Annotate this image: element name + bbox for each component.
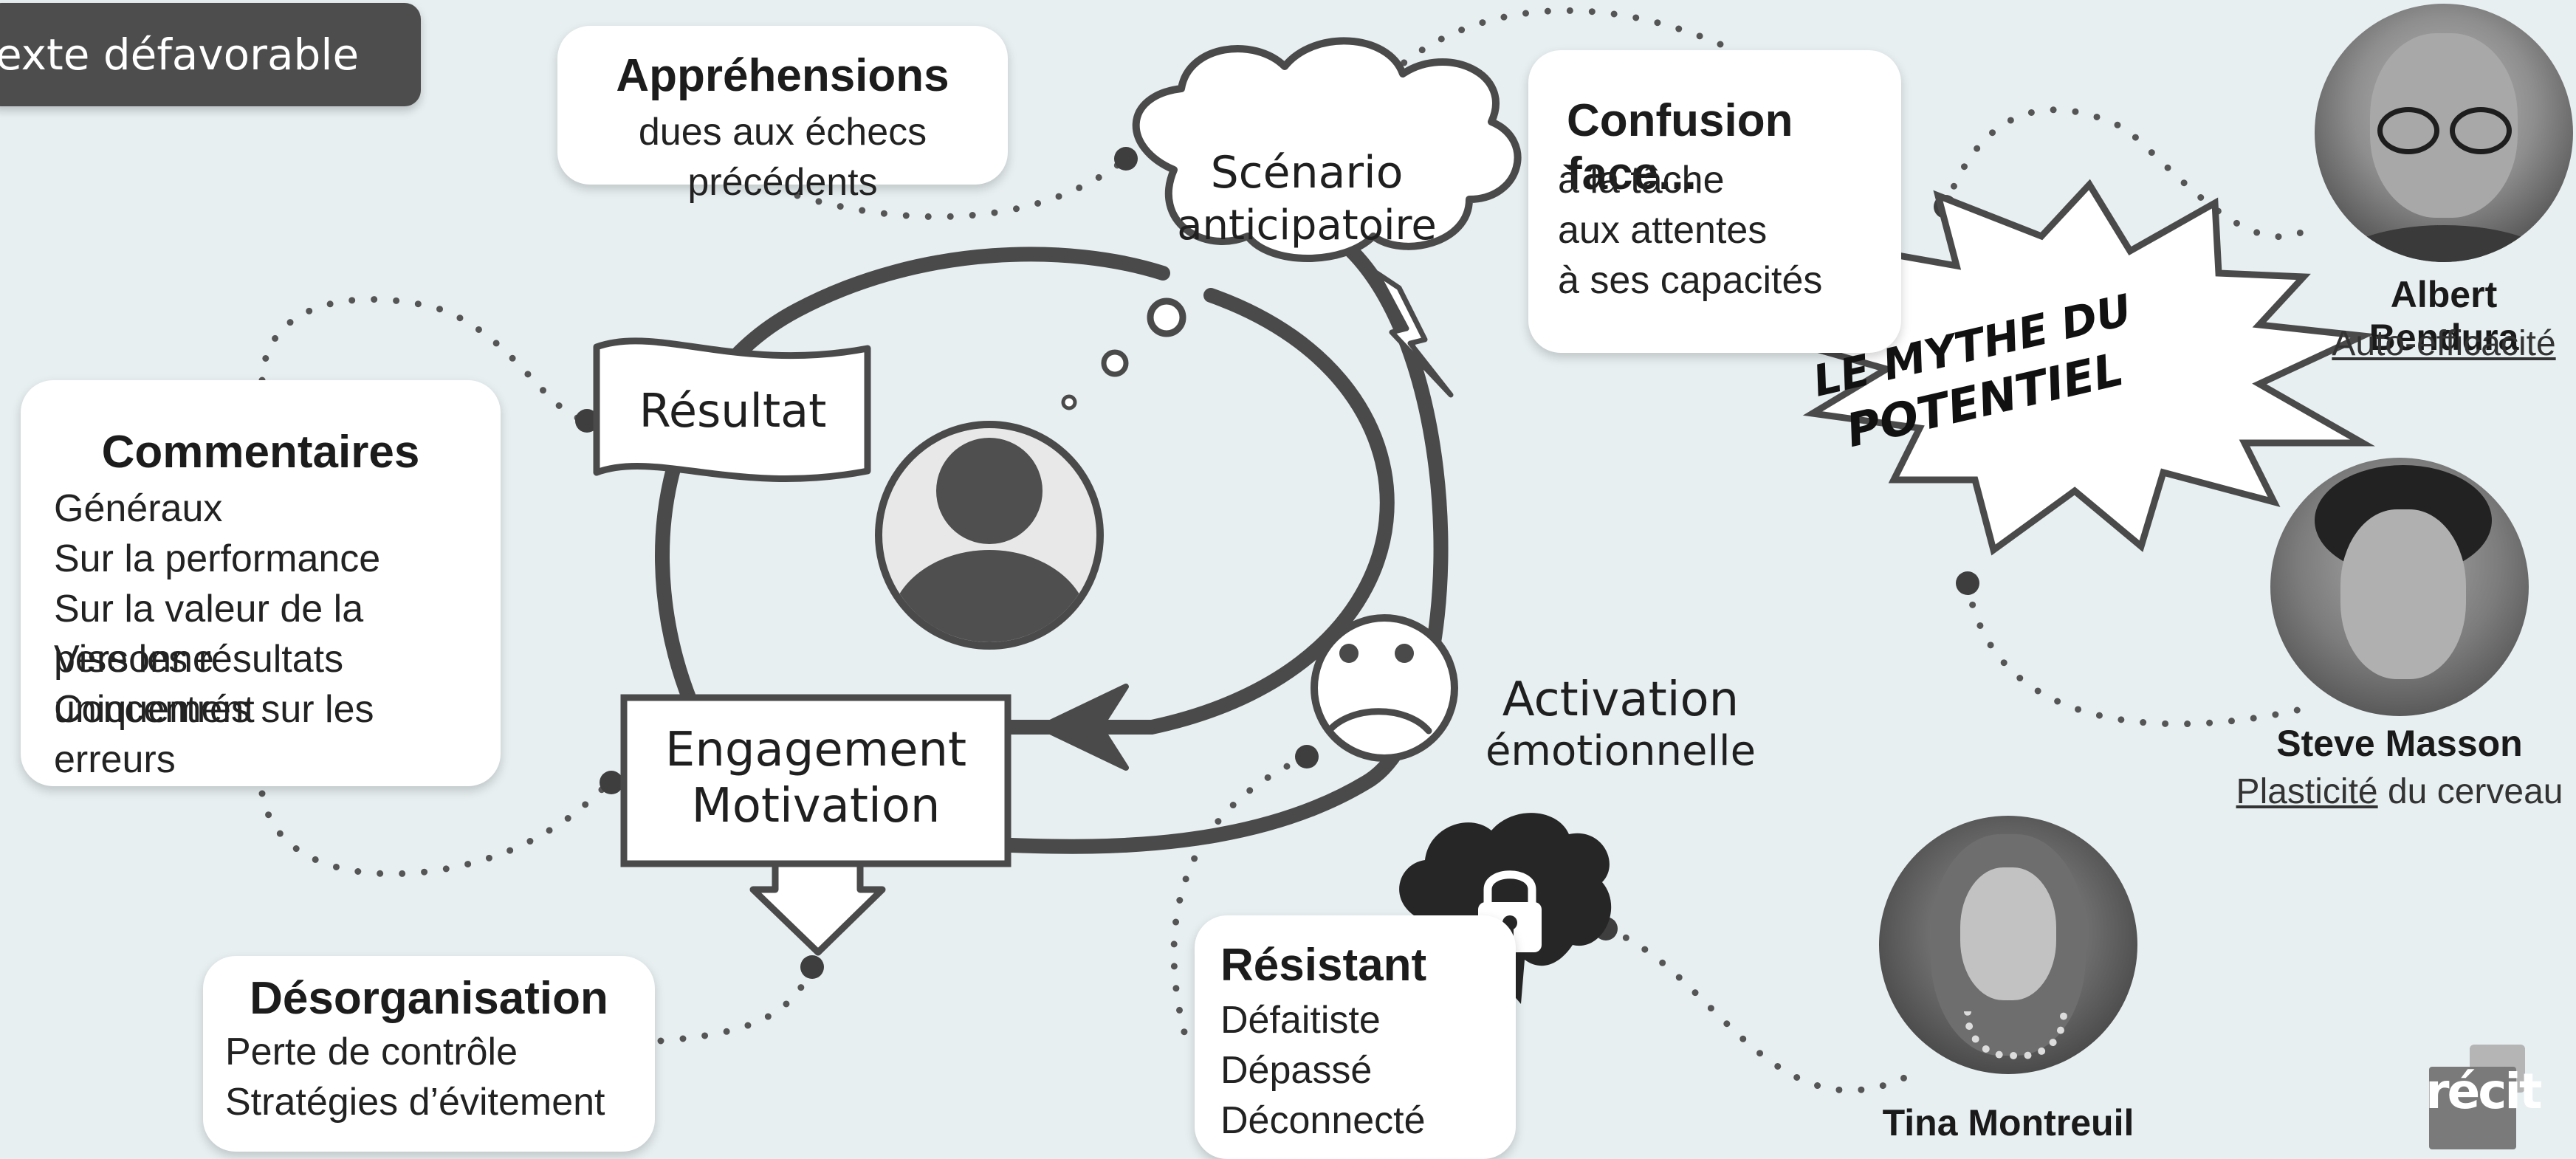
scenario-line-2: anticipatoire	[1177, 202, 1437, 250]
user-avatar-head	[936, 438, 1043, 544]
recit-logo	[2429, 1045, 2525, 1149]
context-banner: exte défavorable	[0, 3, 421, 106]
context-banner-text: exte défavorable	[0, 30, 360, 80]
sad-face-eye	[1339, 644, 1359, 663]
thought-bubble-large	[1147, 298, 1186, 337]
resistant-line-1: Défaitiste	[1220, 999, 1381, 1042]
connector-dot	[575, 409, 599, 433]
masson-photo	[2270, 458, 2529, 716]
connector-masson	[1964, 580, 2307, 728]
confusion-line-3: à ses capacités	[1558, 259, 1823, 302]
confusion-line-1: à la tâche	[1558, 159, 1725, 202]
activation-label: Activation émotionnelle	[1466, 672, 1776, 775]
connector-commentaires-top	[258, 296, 591, 424]
commentaires-title: Commentaires	[101, 427, 420, 478]
connector-resistant	[1170, 753, 1311, 1052]
connector-dot	[600, 771, 623, 794]
scenario-label: Scénario anticipatoire	[1152, 146, 1462, 252]
resistant-card: Résistant Défaitiste Dépassé Déconnecté	[1195, 915, 1516, 1159]
necklace-icon	[1964, 1011, 2067, 1059]
confusion-card: Confusion face... à la tâche aux attente…	[1528, 50, 1901, 353]
connector-montreuil	[1602, 925, 1916, 1094]
cycle-loop-right	[997, 288, 1395, 735]
engagement-line-2: Motivation	[691, 779, 941, 833]
bendura-link[interactable]: Auto-efficacité	[2332, 324, 2556, 363]
bendura-name: Albert Bendura	[2369, 274, 2519, 358]
engagement-label: Engagement Motivation	[628, 722, 1004, 834]
thought-bubble-medium	[1101, 349, 1129, 377]
down-arrow-shape	[749, 860, 886, 956]
montreuil-photo	[1879, 816, 2137, 1074]
confusion-line-2: aux attentes	[1558, 209, 1768, 252]
activation-line-1: Activation	[1502, 673, 1739, 727]
desorganisation-title: Désorganisation	[250, 973, 608, 1024]
montreuil-face	[1960, 867, 2056, 1000]
resistant-line-3: Déconnecté	[1220, 1099, 1426, 1142]
desorganisation-card: Désorganisation Perte de contrôle Straté…	[203, 956, 655, 1152]
connector-dot	[1114, 147, 1138, 171]
commentaires-line-2: Sur la performance	[54, 537, 381, 580]
sad-face-icon	[1311, 614, 1458, 762]
user-avatar-body	[890, 550, 1089, 642]
resultat-label: Résultat	[639, 384, 827, 438]
activation-line-2: émotionnelle	[1485, 727, 1756, 775]
confusion-title: Confusion face...	[1567, 95, 1793, 199]
connector-dot	[1956, 571, 1979, 595]
masson-name: Steve Masson	[2276, 723, 2523, 764]
connector-commentaires-bottom	[258, 779, 615, 878]
commentaires-line-5: Concentrés sur les erreurs	[54, 688, 374, 781]
resistant-line-2: Dépassé	[1220, 1049, 1373, 1092]
apprehensions-line: dues aux échecs précédents	[638, 111, 927, 204]
commentaires-line-4: Vise les résultats uniquement	[54, 638, 344, 731]
thought-bubble-small	[1061, 394, 1077, 410]
commentaires-line-3: Sur la valeur de la personne	[54, 588, 364, 681]
apprehensions-card: Appréhensions dues aux échecs précédents	[557, 26, 1008, 204]
montreuil-name: Tina Montreuil	[1882, 1102, 2134, 1143]
desorganisation-line-1: Perte de contrôle	[225, 1031, 518, 1073]
resistant-title: Résistant	[1220, 940, 1427, 991]
bendura-photo	[2315, 4, 2573, 262]
engagement-line-1: Engagement	[664, 723, 967, 777]
masson-subtitle: Plasticité du cerveau	[2222, 771, 2576, 812]
connector-dot	[800, 955, 824, 979]
connector-dot	[1295, 745, 1319, 768]
apprehensions-title: Appréhensions	[616, 50, 949, 101]
scenario-cloud-shape	[1132, 37, 1522, 262]
connector-bendura	[1942, 106, 2322, 241]
masson-face	[2340, 509, 2466, 679]
masson-subtitle-rest: du cerveau	[2377, 772, 2563, 811]
connector-desorganisation	[657, 963, 816, 1045]
glasses-icon	[2377, 107, 2512, 154]
commentaires-line-1: Généraux	[54, 487, 223, 530]
connector-scenario-top	[1355, 7, 1724, 114]
sad-face-mouth	[1325, 708, 1432, 735]
cycle-arrowhead	[1038, 684, 1129, 771]
resultat-flag-shape	[593, 337, 871, 482]
scenario-line-1: Scénario	[1210, 147, 1404, 199]
sad-face-eye	[1395, 644, 1414, 663]
commentaires-card: Commentaires Généraux Sur la performance…	[21, 380, 501, 786]
desorganisation-line-2: Stratégies d’évitement	[225, 1081, 605, 1124]
masson-link[interactable]: Plasticité	[2236, 772, 2378, 811]
cycle-loop-left	[655, 247, 1170, 709]
bendura-shoulders	[2329, 225, 2558, 262]
lightning-bolt	[1374, 270, 1454, 398]
recit-logo-text: récit	[2425, 1063, 2543, 1120]
